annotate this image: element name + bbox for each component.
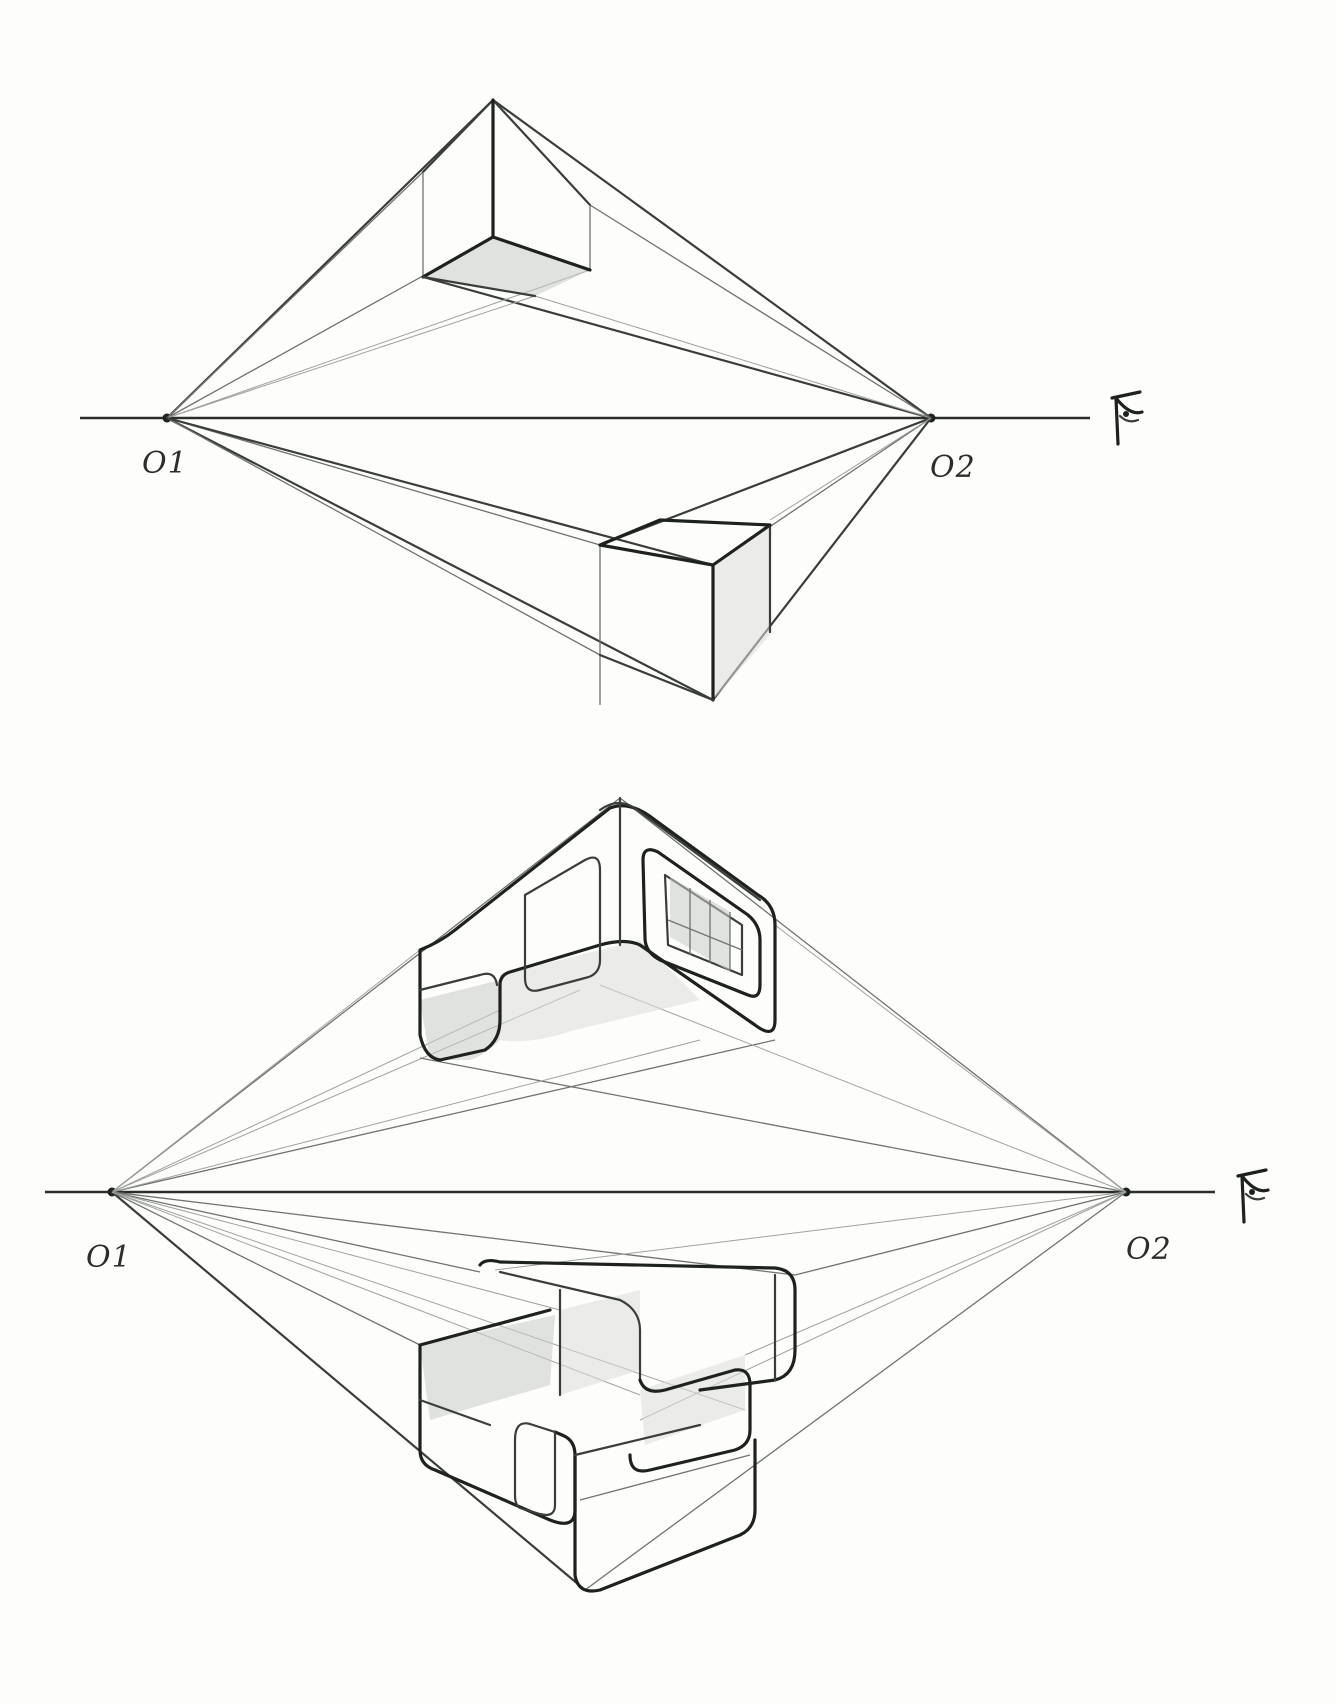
- top-vanishing-point-right-label: O2: [930, 450, 976, 485]
- bottom-vanishing-point-right-label: O2: [1126, 1232, 1172, 1267]
- bottom-diagram: [45, 796, 1215, 1593]
- top-upper-construction-lines: [165, 98, 933, 420]
- eye-icon: [1110, 390, 1144, 446]
- bottom-upper-object: [418, 796, 777, 1062]
- top-upper-box: [421, 98, 592, 298]
- top-lower-construction-lines: [165, 416, 933, 702]
- top-lower-box: [598, 518, 772, 705]
- bottom-vanishing-point-left-label: O1: [86, 1240, 132, 1275]
- top-vanishing-point-left-label: O1: [142, 446, 188, 481]
- top-diagram: [80, 98, 1090, 705]
- eye-icon: [1236, 1168, 1270, 1224]
- bottom-lower-construction-lines: [110, 1190, 1127, 1592]
- bottom-lower-object: [418, 1258, 797, 1593]
